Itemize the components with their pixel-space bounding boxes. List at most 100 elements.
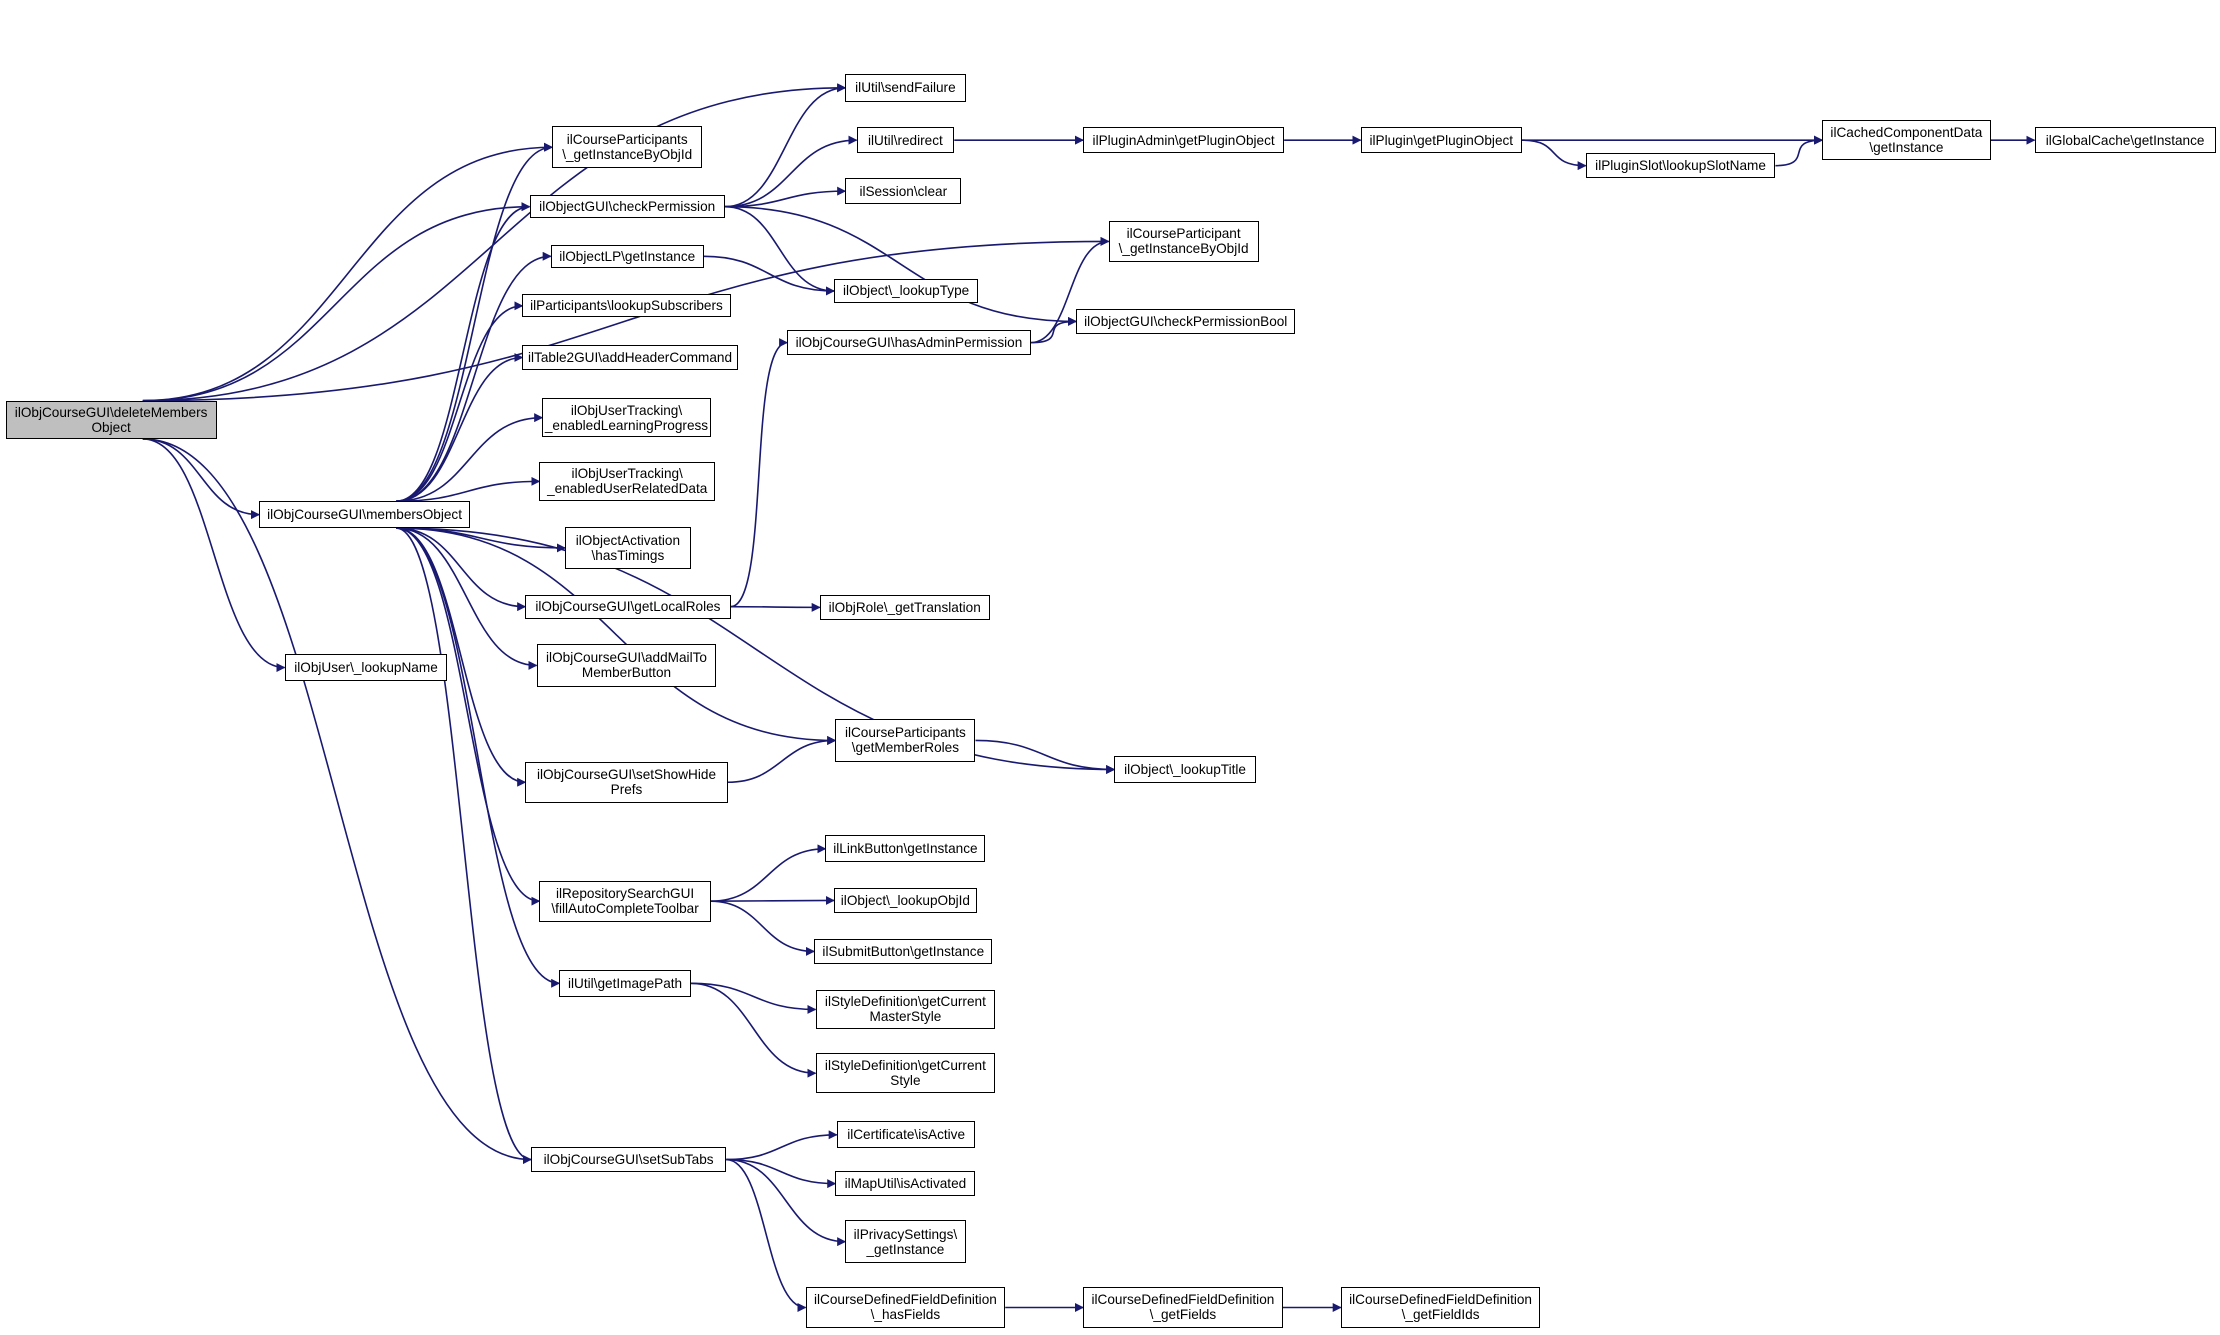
node-redirect[interactable]: ilUtil\redirect xyxy=(856,127,955,153)
edge-members-object-to-set-sub-tabs xyxy=(396,527,532,1164)
edge-members-object-to-add-mail-to xyxy=(396,527,538,670)
edge-members-object-to-get-member-roles xyxy=(396,527,837,745)
node-get-translation[interactable]: ilObjRole\_getTranslation xyxy=(819,594,990,621)
node-label: ilCourseDefinedFieldDefinition xyxy=(813,1292,997,1308)
node-global-cache[interactable]: ilGlobalCache\getInstance xyxy=(2034,127,2216,153)
node-submit-button[interactable]: ilSubmitButton\getInstance xyxy=(814,938,993,965)
edge-has-admin-perm-to-cpart-get-instance xyxy=(1030,236,1110,344)
node-label: ilObjectGUI\checkPermission xyxy=(539,199,716,215)
node-lookup-title[interactable]: ilObject\_lookupTitle xyxy=(1114,756,1256,783)
node-enabled-lp[interactable]: ilObjUserTracking\_enabledLearningProgre… xyxy=(542,397,711,438)
node-plugin-admin[interactable]: ilPluginAdmin\getPluginObject xyxy=(1083,127,1285,153)
node-label: ilObjUserTracking\ xyxy=(570,402,683,418)
node-label: ilObject\_lookupObjId xyxy=(840,892,970,908)
node-label: \_getInstanceByObjId xyxy=(562,147,693,163)
node-get-fields[interactable]: ilCourseDefinedFieldDefinition\_getField… xyxy=(1083,1286,1283,1329)
edge-lp-get-instance-to-lookup-type xyxy=(703,255,835,296)
node-label: ilPluginSlot\lookupSlotName xyxy=(1595,158,1766,174)
node-label: ilCachedComponentData xyxy=(1830,125,1983,141)
node-label: ilMapUtil\isActivated xyxy=(844,1176,967,1192)
node-add-header-command[interactable]: ilTable2GUI\addHeaderCommand xyxy=(522,345,738,370)
edge-check-permission-to-send-failure xyxy=(724,83,847,208)
node-label: \_getFields xyxy=(1149,1307,1217,1323)
node-label: ilObjCourseGUI\setShowHide xyxy=(536,767,717,783)
node-label: ilSession\clear xyxy=(859,183,948,199)
node-label: ilTable2GUI\addHeaderCommand xyxy=(528,349,733,365)
node-session-clear[interactable]: ilSession\clear xyxy=(845,178,962,204)
edge-set-sub-tabs-to-cert-active xyxy=(726,1130,838,1161)
node-label: ilCourseParticipants xyxy=(566,132,688,148)
node-label: \_getInstanceByObjId xyxy=(1118,241,1249,257)
edge-root-to-cpart-get-instance xyxy=(142,236,1110,402)
node-label: ilObjUserTracking\ xyxy=(571,466,683,482)
edge-get-image-path-to-master-style xyxy=(690,982,817,1014)
node-label: ilCourseParticipants xyxy=(844,725,966,741)
node-lookup-name[interactable]: ilObjUser\_lookupName xyxy=(284,654,448,681)
node-has-timings[interactable]: ilObjectActivation\hasTimings xyxy=(564,526,691,570)
node-set-sub-tabs[interactable]: ilObjCourseGUI\setSubTabs xyxy=(530,1146,727,1173)
node-label: ilStyleDefinition\getCurrent xyxy=(824,994,986,1010)
node-map-activated[interactable]: ilMapUtil\isActivated xyxy=(835,1170,976,1197)
node-lp-get-instance[interactable]: ilObjectLP\getInstance xyxy=(550,244,704,268)
node-cached-comp[interactable]: ilCachedComponentData\getInstance xyxy=(1822,120,1991,160)
node-label: ilObjectActivation xyxy=(575,532,681,548)
node-label: ilCourseParticipant xyxy=(1126,226,1241,242)
node-lookup-subscribers[interactable]: ilParticipants\lookupSubscribers xyxy=(522,294,731,318)
edge-get-member-roles-to-lookup-title xyxy=(975,739,1116,774)
node-lookup-obj-id[interactable]: ilObject\_lookupObjId xyxy=(833,887,977,914)
edge-members-object-to-enabled-urd xyxy=(396,476,541,502)
node-lookup-type[interactable]: ilObject\_lookupType xyxy=(833,278,979,303)
edge-root-to-set-sub-tabs xyxy=(142,438,532,1165)
node-fill-auto[interactable]: ilRepositorySearchGUI\fillAutoCompleteTo… xyxy=(539,880,711,922)
node-cpart-get-instance[interactable]: ilCourseParticipant\_getInstanceByObjId xyxy=(1108,220,1259,262)
node-label: \_getFieldIds xyxy=(1401,1307,1480,1323)
edge-root-to-cp-get-instance xyxy=(142,142,554,402)
node-cert-active[interactable]: ilCertificate\isActive xyxy=(836,1121,976,1149)
node-send-failure[interactable]: ilUtil\sendFailure xyxy=(845,73,966,102)
node-cp-get-instance[interactable]: ilCourseParticipants\_getInstanceByObjId xyxy=(552,126,703,169)
node-label: ilRepositorySearchGUI xyxy=(555,886,695,902)
node-members-object[interactable]: ilObjCourseGUI\membersObject xyxy=(259,501,471,529)
edge-get-local-roles-to-has-admin-perm xyxy=(730,338,789,608)
node-has-fields[interactable]: ilCourseDefinedFieldDefinition\_hasField… xyxy=(805,1286,1006,1329)
edge-members-object-to-lp-get-instance xyxy=(396,251,552,502)
node-has-admin-perm[interactable]: ilObjCourseGUI\hasAdminPermission xyxy=(787,329,1031,356)
node-get-field-ids[interactable]: ilCourseDefinedFieldDefinition\_getField… xyxy=(1340,1286,1541,1329)
edge-set-sub-tabs-to-has-fields xyxy=(726,1158,807,1312)
edge-check-permission-to-redirect xyxy=(724,135,858,208)
edge-fill-auto-to-lookup-obj-id xyxy=(710,895,835,905)
node-label: ilUtil\getImagePath xyxy=(568,975,683,991)
edge-root-to-members-object xyxy=(142,438,260,520)
node-link-button[interactable]: ilLinkButton\getInstance xyxy=(825,835,986,863)
node-label: ilStyleDefinition\getCurrent xyxy=(824,1058,986,1074)
node-get-local-roles[interactable]: ilObjCourseGUI\getLocalRoles xyxy=(525,594,731,619)
node-label: Style xyxy=(890,1073,921,1089)
node-privacy[interactable]: ilPrivacySettings\_getInstance xyxy=(845,1220,966,1263)
node-enabled-urd[interactable]: ilObjUserTracking\_enabledUserRelatedDat… xyxy=(539,461,715,502)
edge-root-to-lookup-name xyxy=(142,438,286,673)
node-check-permission[interactable]: ilObjectGUI\checkPermission xyxy=(529,195,725,219)
node-get-image-path[interactable]: ilUtil\getImagePath xyxy=(559,969,691,997)
node-label: ilObjCourseGUI\deleteMembers xyxy=(14,404,208,420)
node-label: MasterStyle xyxy=(869,1009,942,1025)
edge-members-object-to-fill-auto xyxy=(396,527,541,906)
edge-root-to-check-permission xyxy=(142,202,531,402)
node-label: _enabledLearningProgress xyxy=(544,417,709,433)
edge-members-object-to-lookup-title xyxy=(396,527,1116,774)
node-plugin[interactable]: ilPlugin\getPluginObject xyxy=(1360,127,1522,153)
node-check-perm-bool[interactable]: ilObjectGUI\checkPermissionBool xyxy=(1076,308,1296,335)
node-get-member-roles[interactable]: ilCourseParticipants\getMemberRoles xyxy=(835,719,976,762)
node-lookup-slot-name[interactable]: ilPluginSlot\lookupSlotName xyxy=(1585,152,1776,179)
edge-get-image-path-to-current-style xyxy=(690,982,817,1078)
node-label: ilPrivacySettings\ xyxy=(853,1226,958,1242)
node-label: ilObjCourseGUI\hasAdminPermission xyxy=(795,335,1023,351)
node-label: _getInstance xyxy=(866,1241,945,1257)
edge-set-show-hide-to-get-member-roles xyxy=(727,735,837,784)
edge-members-object-to-enabled-lp xyxy=(396,413,544,502)
node-label: ilPluginAdmin\getPluginObject xyxy=(1092,132,1275,148)
node-label: \hasTimings xyxy=(591,547,665,563)
